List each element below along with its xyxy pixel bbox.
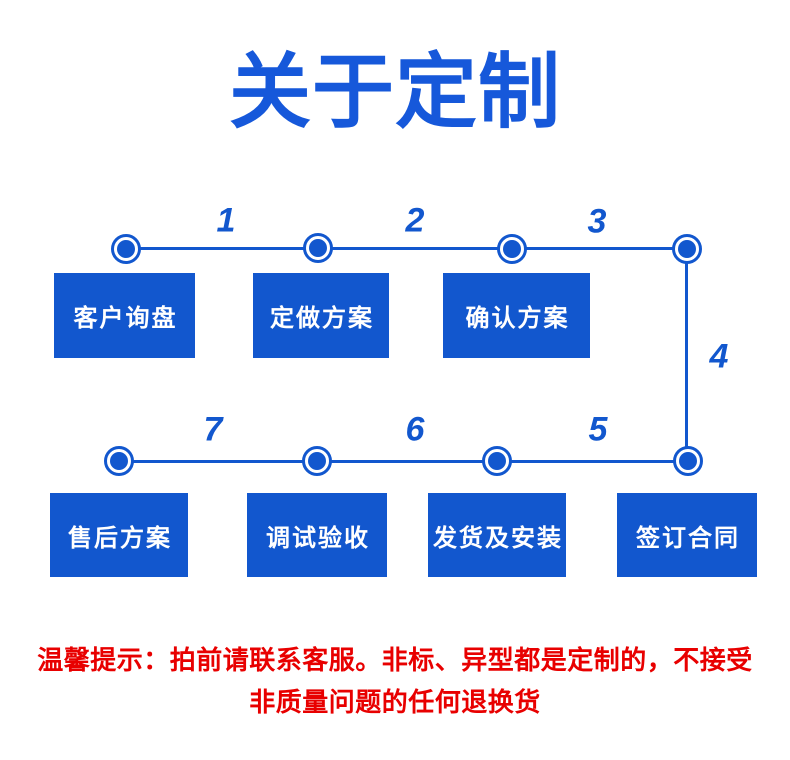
warm-notice-line-2: 非质量问题的任何退换货 — [249, 687, 541, 717]
flow-step-box-sign-contract: 签订合同 — [617, 493, 757, 577]
step-number-1: 1 — [216, 201, 236, 240]
flow-node-5 — [482, 446, 512, 476]
connector-line-bottom — [119, 460, 688, 463]
connector-line-top — [126, 247, 687, 250]
flow-node-corner-bottom — [673, 446, 703, 476]
step-number-3: 3 — [587, 202, 607, 241]
flow-step-box-aftersales-plan: 售后方案 — [50, 493, 188, 577]
connector-line-right — [685, 249, 688, 462]
flow-node-6 — [302, 446, 332, 476]
step-number-2: 2 — [405, 201, 425, 240]
flow-step-box-confirm-plan: 确认方案 — [443, 273, 590, 358]
flow-node-2 — [303, 233, 333, 263]
page-title: 关于定制 — [228, 47, 561, 138]
step-number-5: 5 — [588, 410, 608, 449]
flow-node-7 — [104, 446, 134, 476]
flow-node-3 — [497, 234, 527, 264]
flow-step-box-custom-plan: 定做方案 — [253, 273, 389, 358]
flow-step-box-customer-inquiry: 客户询盘 — [54, 273, 195, 358]
flow-step-box-shipping-installation: 发货及安装 — [428, 493, 566, 577]
step-number-7: 7 — [203, 410, 223, 449]
step-number-4: 4 — [709, 337, 729, 376]
flow-node-1 — [111, 234, 141, 264]
flow-node-corner-top — [672, 234, 702, 264]
step-number-6: 6 — [405, 410, 425, 449]
warm-notice-line-1: 温馨提示：拍前请联系客服。非标、异型都是定制的，不接受 — [37, 645, 753, 675]
flow-step-box-debug-acceptance: 调试验收 — [247, 493, 387, 577]
